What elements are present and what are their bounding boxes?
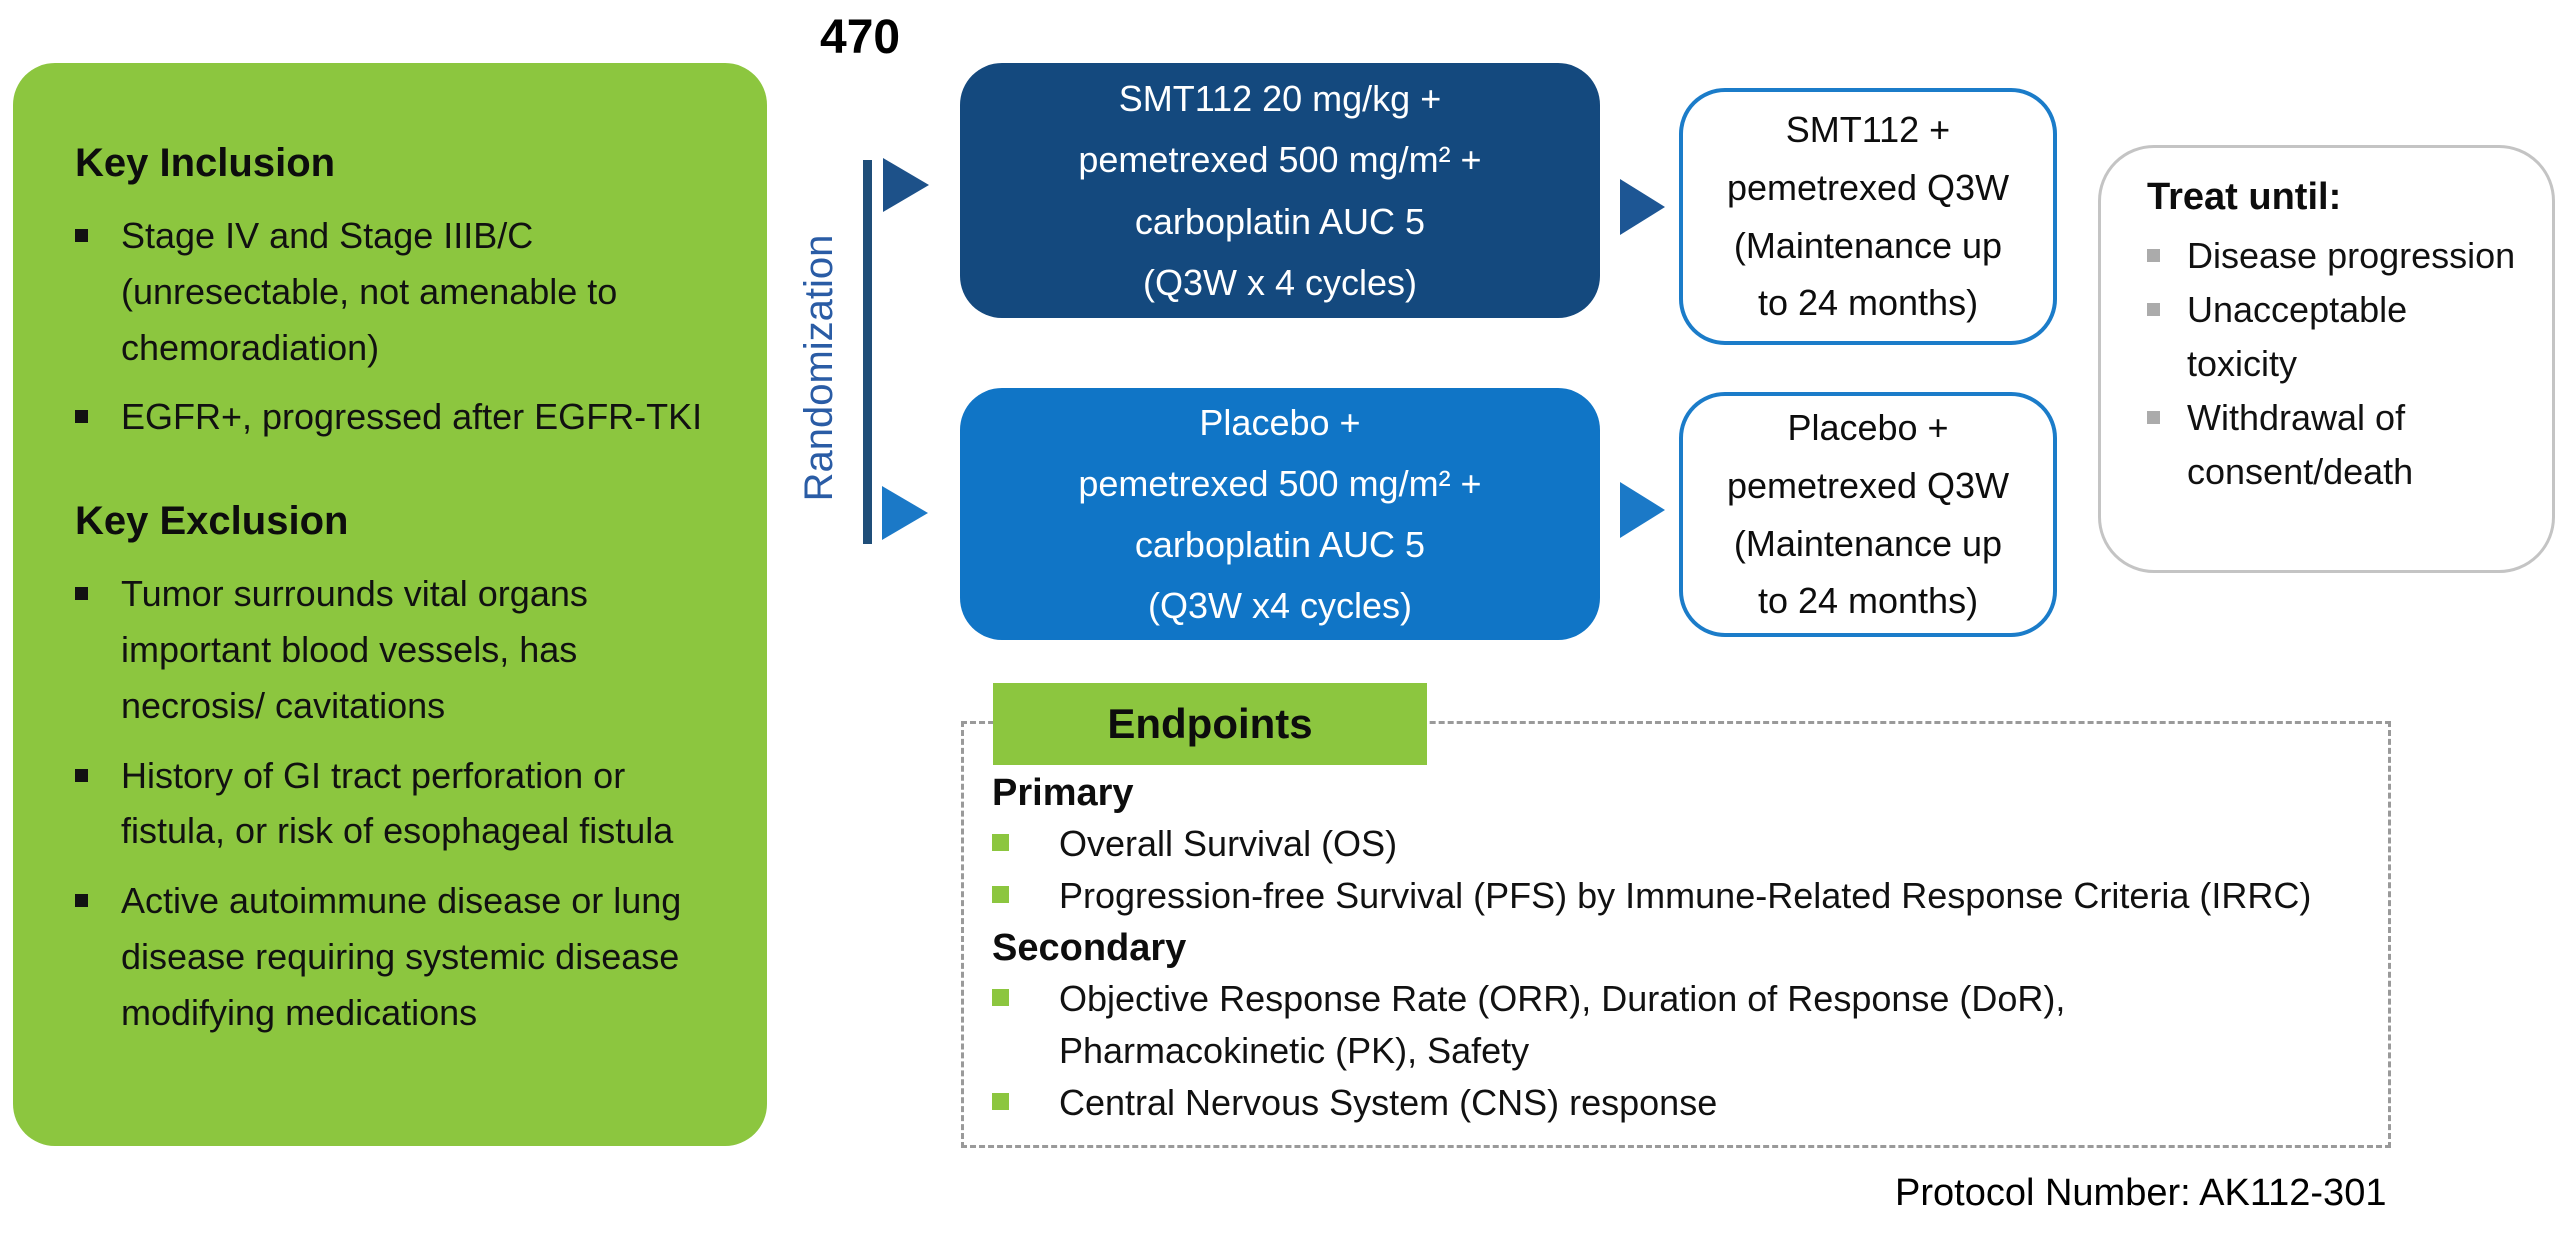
endpoints-header: Endpoints	[993, 683, 1427, 765]
key-inclusion-list: Stage IV and Stage IIIB/C (unresectable,…	[75, 208, 725, 445]
exclusion-item-text: Tumor surrounds vital organs important b…	[121, 573, 588, 726]
treatment-arm-box: SMT112 20 mg/kg + pemetrexed 500 mg/m² +…	[960, 63, 1600, 318]
square-bullet-icon	[992, 886, 1009, 904]
maintenance-treatment-box: SMT112 + pemetrexed Q3W (Maintenance up …	[1679, 88, 2057, 345]
treat-until-panel: Treat until: Disease progression Unaccep…	[2098, 145, 2555, 573]
flow-arrow-icon	[1620, 482, 1665, 538]
treat-until-item-text: Unacceptable toxicity	[2187, 289, 2408, 384]
flow-arrow-icon	[883, 158, 929, 212]
square-bullet-icon	[2147, 411, 2160, 424]
square-bullet-icon	[992, 988, 1009, 1006]
square-bullet-icon	[75, 768, 88, 782]
randomization-label: Randomization	[796, 234, 841, 502]
list-item: Tumor surrounds vital organs important b…	[75, 566, 725, 733]
list-item: Stage IV and Stage IIIB/C (unresectable,…	[75, 208, 725, 375]
list-item: Objective Response Rate (ORR), Duration …	[992, 973, 2358, 1077]
list-item: Active autoimmune disease or lung diseas…	[75, 873, 725, 1040]
primary-endpoints-list: Overall Survival (OS) Progression-free S…	[992, 818, 2358, 922]
secondary-endpoint-text: Objective Response Rate (ORR), Duration …	[1059, 977, 2066, 1071]
treat-until-list: Disease progression Unacceptable toxicit…	[2147, 229, 2526, 499]
randomization-line	[863, 160, 872, 544]
flow-arrow-icon	[1620, 179, 1665, 235]
square-bullet-icon	[2147, 249, 2160, 262]
treat-until-item-text: Withdrawal of consent/death	[2187, 397, 2414, 492]
secondary-endpoints-list: Objective Response Rate (ORR), Duration …	[992, 973, 2358, 1130]
list-item: Disease progression	[2147, 229, 2526, 283]
list-item: Unacceptable toxicity	[2147, 283, 2526, 391]
control-arm-box: Placebo + pemetrexed 500 mg/m² + carbopl…	[960, 388, 1600, 640]
square-bullet-icon	[75, 410, 88, 424]
endpoints-panel: Primary Overall Survival (OS) Progressio…	[961, 721, 2391, 1148]
treat-until-item-text: Disease progression	[2187, 235, 2516, 276]
square-bullet-icon	[75, 229, 88, 242]
square-bullet-icon	[2147, 303, 2160, 316]
key-exclusion-title: Key Exclusion	[75, 499, 349, 544]
exclusion-item-text: Active autoimmune disease or lung diseas…	[121, 880, 682, 1033]
secondary-endpoint-text: Central Nervous System (CNS) response	[1059, 1082, 1718, 1124]
primary-endpoint-text: Overall Survival (OS)	[1059, 823, 1398, 865]
inclusion-item-text: Stage IV and Stage IIIB/C (unresectable,…	[121, 215, 618, 368]
square-bullet-icon	[75, 587, 88, 601]
enrollment-count: 470	[820, 11, 901, 64]
eligibility-panel: Key Inclusion Stage IV and Stage IIIB/C …	[13, 63, 767, 1146]
primary-endpoints-label: Primary	[992, 772, 1134, 814]
list-item: Progression-free Survival (PFS) by Immun…	[992, 870, 2358, 922]
list-item: Withdrawal of consent/death	[2147, 391, 2526, 499]
exclusion-item-text: History of GI tract perforation or fistu…	[121, 754, 674, 852]
treat-until-title: Treat until:	[2147, 176, 2342, 218]
key-exclusion-list: Tumor surrounds vital organs important b…	[75, 566, 725, 1040]
inclusion-item-text: EGFR+, progressed after EGFR-TKI	[121, 396, 703, 438]
square-bullet-icon	[75, 894, 88, 908]
square-bullet-icon	[992, 834, 1009, 852]
list-item: History of GI tract perforation or fistu…	[75, 748, 725, 860]
list-item: Overall Survival (OS)	[992, 818, 2358, 870]
list-item: Central Nervous System (CNS) response	[992, 1077, 2358, 1129]
list-item: EGFR+, progressed after EGFR-TKI	[75, 389, 725, 445]
protocol-number: Protocol Number: AK112-301	[1895, 1172, 2387, 1214]
secondary-endpoints-label: Secondary	[992, 926, 1187, 969]
maintenance-control-box: Placebo + pemetrexed Q3W (Maintenance up…	[1679, 392, 2057, 637]
primary-endpoint-text: Progression-free Survival (PFS) by Immun…	[1059, 875, 2312, 917]
square-bullet-icon	[992, 1093, 1009, 1111]
flow-arrow-icon	[882, 486, 928, 540]
key-inclusion-title: Key Inclusion	[75, 141, 336, 185]
